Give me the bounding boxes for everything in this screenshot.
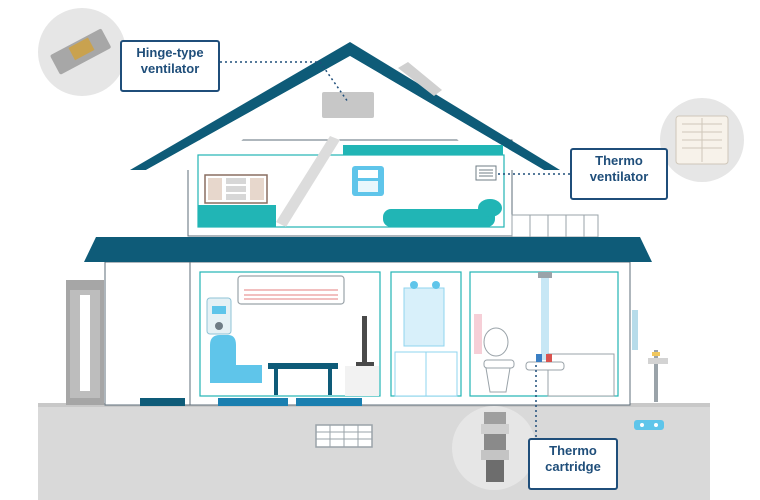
exterior-pipe <box>632 310 638 350</box>
roof-vent <box>398 62 442 96</box>
callout-thermo-vent-line2: ventilator <box>589 169 649 184</box>
lower-roof <box>84 237 652 262</box>
attic-ventilator <box>322 92 374 118</box>
leader-line-thermo-cart <box>528 362 537 465</box>
air-conditioner <box>237 275 345 305</box>
mirror <box>403 281 445 347</box>
bookshelf <box>204 174 268 204</box>
tv-cabinet <box>345 366 379 396</box>
outdoor-faucet <box>648 350 668 402</box>
shower-spray <box>538 272 552 360</box>
bathroom-pink-tile <box>474 314 482 354</box>
water-meter <box>634 420 664 430</box>
armchair <box>210 335 262 383</box>
vanity-cabinet <box>394 351 458 397</box>
thermo-cartridge-photo <box>452 406 536 490</box>
callout-thermo-cart-line1: Thermo <box>549 443 597 458</box>
upper-controller <box>352 166 384 196</box>
thermo-ventilator-photo <box>660 98 744 182</box>
front-door <box>66 280 104 405</box>
toilet <box>483 327 515 393</box>
bathtub <box>525 353 615 397</box>
callout-hinge-line2: ventilator <box>140 61 200 76</box>
callout-hinge-ventilator: Hinge-type ventilator <box>120 40 220 92</box>
living-controller <box>206 297 232 335</box>
television <box>356 316 374 366</box>
thermo-ventilator-unit <box>475 165 497 181</box>
hinge-ventilator-photo <box>38 8 126 96</box>
callout-thermo-cartridge: Thermo cartridge <box>528 438 618 490</box>
leader-line-hinge <box>220 61 349 103</box>
ceiling-strip <box>343 145 503 155</box>
callout-hinge-line1: Hinge-type <box>136 45 204 60</box>
foundation-vent-grille <box>315 424 373 448</box>
callout-thermo-cart-line2: cartridge <box>545 459 601 474</box>
stair <box>276 136 340 227</box>
callout-thermo-vent-line1: Thermo <box>595 153 643 168</box>
upper-sofa <box>383 199 502 227</box>
dining-table <box>268 363 338 395</box>
living-rug-mid <box>218 398 288 406</box>
living-rug-right <box>296 398 362 406</box>
upper-desk <box>198 205 276 227</box>
callout-thermo-ventilator: Thermo ventilator <box>570 148 668 200</box>
balcony-railing <box>511 214 599 238</box>
living-rug-left <box>140 398 185 406</box>
